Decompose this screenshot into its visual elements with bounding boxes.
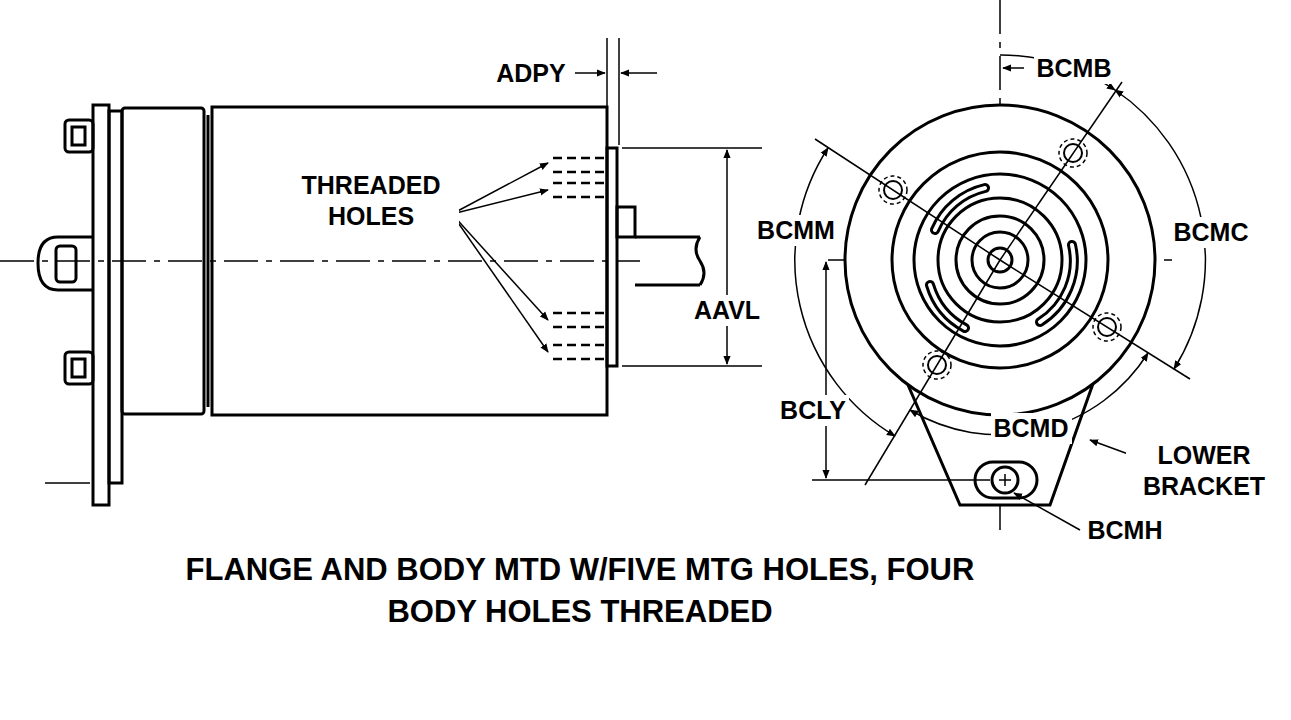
drawing-line — [109, 111, 122, 483]
drawing-line — [553, 182, 607, 185]
dimension-label: BCLY — [777, 395, 849, 426]
drawing-line — [1000, 260, 1190, 379]
drawing-line — [618, 38, 620, 145]
dimension-label: ADPY — [493, 58, 568, 89]
drawing-line — [56, 246, 76, 282]
drawing-line — [607, 148, 617, 366]
drawing-line — [622, 365, 762, 367]
drawing-line — [812, 479, 990, 481]
dimension-label: BCMC — [1171, 217, 1252, 248]
drawing-line — [553, 358, 607, 361]
drawing-line — [45, 482, 90, 484]
dimension-label: BCMH — [1085, 515, 1166, 546]
drawing-line — [1014, 493, 1080, 530]
drawing-line — [553, 171, 607, 174]
drawing-line — [606, 38, 608, 145]
drawing-line — [452, 190, 548, 214]
drawing-line — [1003, 67, 1024, 69]
drawing-line — [207, 115, 210, 407]
drawing-line — [553, 326, 607, 329]
drawing-line — [452, 163, 548, 214]
drawing-line — [553, 158, 607, 359]
drawing-line — [93, 105, 109, 505]
dimension-lines — [45, 38, 762, 483]
drawing-line — [621, 72, 657, 74]
drawing-line — [72, 359, 85, 377]
drawing-line — [575, 72, 605, 74]
end-view — [845, 105, 1155, 505]
drawing-line — [65, 352, 93, 384]
drawing-line — [452, 214, 548, 352]
side-view — [38, 105, 704, 505]
drawing-line — [0, 260, 640, 262]
drawing-line — [622, 147, 762, 149]
dimension-label: BCMM — [754, 215, 838, 246]
drawing-line — [865, 260, 1000, 485]
figure-caption: FLANGE AND BODY MTD W/FIVE MTG HOLES, FO… — [155, 549, 1005, 633]
drawing-line — [553, 312, 607, 315]
drawing-line — [726, 150, 728, 364]
drawing-line — [553, 344, 607, 347]
dimension-label: LOWER BRACKET — [1126, 440, 1282, 502]
dimension-label: BCMB — [1034, 53, 1115, 84]
drawing-line — [553, 157, 607, 160]
drawing-line — [65, 120, 93, 152]
dimension-label: BCMD — [991, 413, 1072, 444]
drawing-line — [999, 474, 1011, 486]
drawing-line — [795, 148, 895, 436]
drawing-line — [825, 262, 827, 478]
drawing-line — [553, 196, 607, 199]
drawing-line — [635, 237, 704, 285]
drawing-line — [815, 139, 1000, 260]
drawing-line — [38, 237, 93, 290]
drawing-line — [992, 467, 1018, 493]
drawing-line — [72, 127, 85, 145]
center-lines — [0, 0, 1172, 530]
drawing-line — [452, 214, 548, 320]
dimension-label: THREADED HOLES — [283, 170, 459, 232]
dimension-label: AAVL — [691, 295, 763, 326]
drawing-line — [1000, 82, 1122, 260]
drawing-line — [617, 207, 635, 237]
